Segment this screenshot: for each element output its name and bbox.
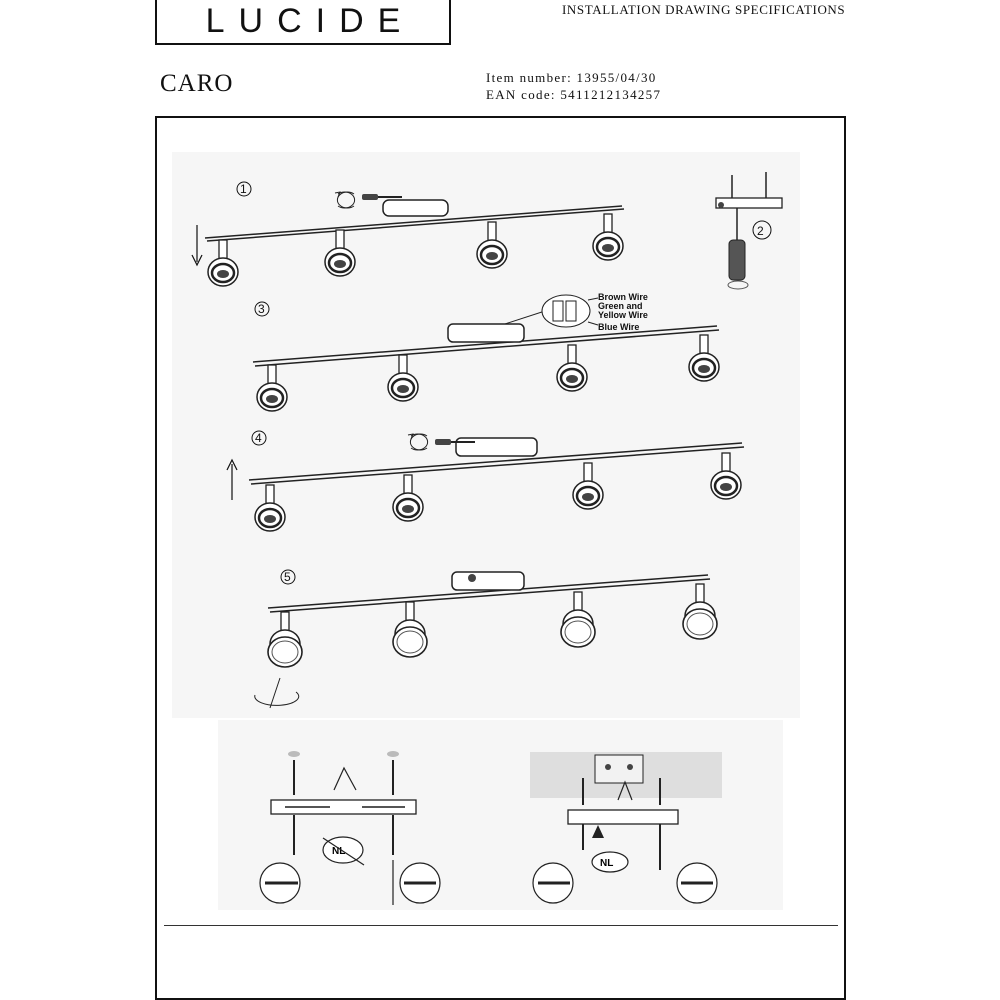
step-5-number: 5 bbox=[284, 570, 291, 584]
step-4-illustration: 4 bbox=[226, 430, 745, 533]
brand-logo-text: LUCIDE bbox=[205, 2, 415, 40]
step-4-number: 4 bbox=[255, 431, 262, 445]
nl-label-left: NL bbox=[332, 846, 345, 857]
step-2-number: 2 bbox=[757, 224, 764, 238]
step-2-illustration: 2 bbox=[715, 172, 783, 290]
step-1-illustration: 1 bbox=[191, 181, 625, 288]
document-title: INSTALLATION DRAWING SPECIFICATIONS bbox=[562, 2, 846, 17]
nl-label-right: NL bbox=[600, 858, 613, 869]
brown-wire-label: Brown Wire bbox=[598, 292, 648, 302]
mounting-illustration-left: NL bbox=[259, 751, 441, 905]
drawing-frame bbox=[155, 116, 846, 1000]
step-3-illustration: 3 Brown Wire Green and Yellow Wire Blue … bbox=[252, 292, 721, 413]
green-yellow-wire-label-1: Green and bbox=[598, 301, 643, 311]
bottom-divider bbox=[164, 925, 838, 926]
brand-logo: LUCIDE bbox=[155, 0, 451, 45]
step-3-number: 3 bbox=[258, 302, 265, 316]
mounting-illustration-right: NL bbox=[530, 752, 722, 904]
item-number: Item number: 13955/04/30 bbox=[486, 70, 657, 85]
product-name: CARO bbox=[160, 70, 234, 97]
ean-code: EAN code: 5411212134257 bbox=[486, 87, 662, 102]
step-1-number: 1 bbox=[240, 182, 247, 196]
blue-wire-label: Blue Wire bbox=[598, 322, 639, 332]
step-5-illustration: 5 bbox=[254, 569, 718, 709]
green-yellow-wire-label-2: Yellow Wire bbox=[598, 310, 648, 320]
